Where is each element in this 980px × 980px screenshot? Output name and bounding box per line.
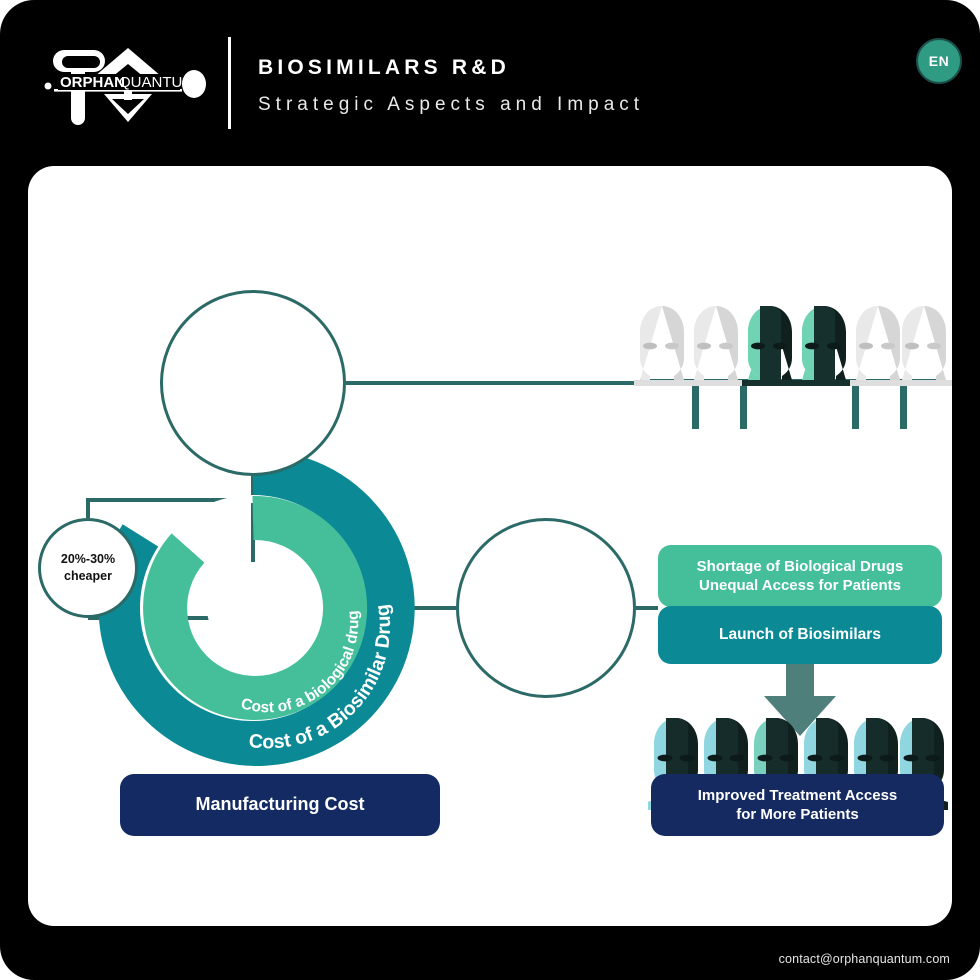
box-manufacturing-cost[interactable]: Manufacturing Cost (120, 774, 440, 836)
circle-frame-biological (160, 290, 346, 476)
vial-label-biological: biological drug (203, 373, 303, 403)
box-improved-line-1: Improved Treatment Access (697, 786, 898, 804)
vial-label-biosimilar: Biosimilar drug (498, 603, 598, 633)
logo-wordmark-quantum: QUANTUM (119, 74, 195, 91)
down-arrow-icon (764, 664, 836, 736)
box-shortage-line-1: Shortage of Biological Drugs (696, 557, 904, 575)
rail-drop-legs (692, 385, 907, 429)
savings-badge (38, 518, 138, 618)
vial-biosim-line-1: Biosimilar (517, 603, 579, 617)
content-card: Cost of a Biosimilar Drug Cost of a biol… (28, 166, 952, 926)
cost-comparison-donut: Cost of a Biosimilar Drug Cost of a biol… (98, 449, 415, 766)
vial-bio-line-1: biological (223, 373, 283, 387)
people-group-top (634, 306, 952, 386)
logo-wordmark-orphan: ORPHAN (60, 74, 125, 91)
header-bar: ORPHAN QUANTUM BIOSIMILARS R&D Strategic… (0, 0, 980, 150)
box-improved-treatment-access[interactable]: Improved Treatment Access for More Patie… (651, 774, 944, 836)
box-shortage-of-biological-drugs[interactable]: Shortage of Biological Drugs Unequal Acc… (658, 545, 942, 607)
box-launch-line-1: Launch of Biosimilars (719, 626, 881, 644)
donut-arc-inner (143, 495, 368, 720)
vial-biosim-line-2: drug (534, 618, 562, 632)
savings-line-1: 20%-30% (60, 552, 116, 567)
header-divider (228, 37, 231, 129)
box-shortage-line-2: Unequal Access for Patients (698, 577, 901, 594)
orphan-quantum-logo: ORPHAN QUANTUM (42, 34, 232, 130)
donut-arc-outer (98, 449, 415, 766)
circle-frame-biosimilar (456, 518, 636, 698)
box-launch-of-biosimilars[interactable]: Launch of Biosimilars (658, 606, 942, 664)
footer-contact-email[interactable]: contact@orphanquantum.com (778, 952, 950, 966)
box-improved-line-2: for More Patients (736, 806, 859, 823)
page-title: BIOSIMILARS R&D (258, 56, 510, 79)
language-badge[interactable]: EN (916, 38, 962, 84)
page-subtitle: Strategic Aspects and Impact (258, 94, 645, 115)
box-manufacturing-line-1: Manufacturing Cost (195, 794, 365, 815)
savings-badge-label: 20%-30% cheaper (38, 518, 138, 618)
savings-line-2: cheaper (64, 569, 112, 583)
vial-bio-line-2: drug (239, 388, 267, 402)
